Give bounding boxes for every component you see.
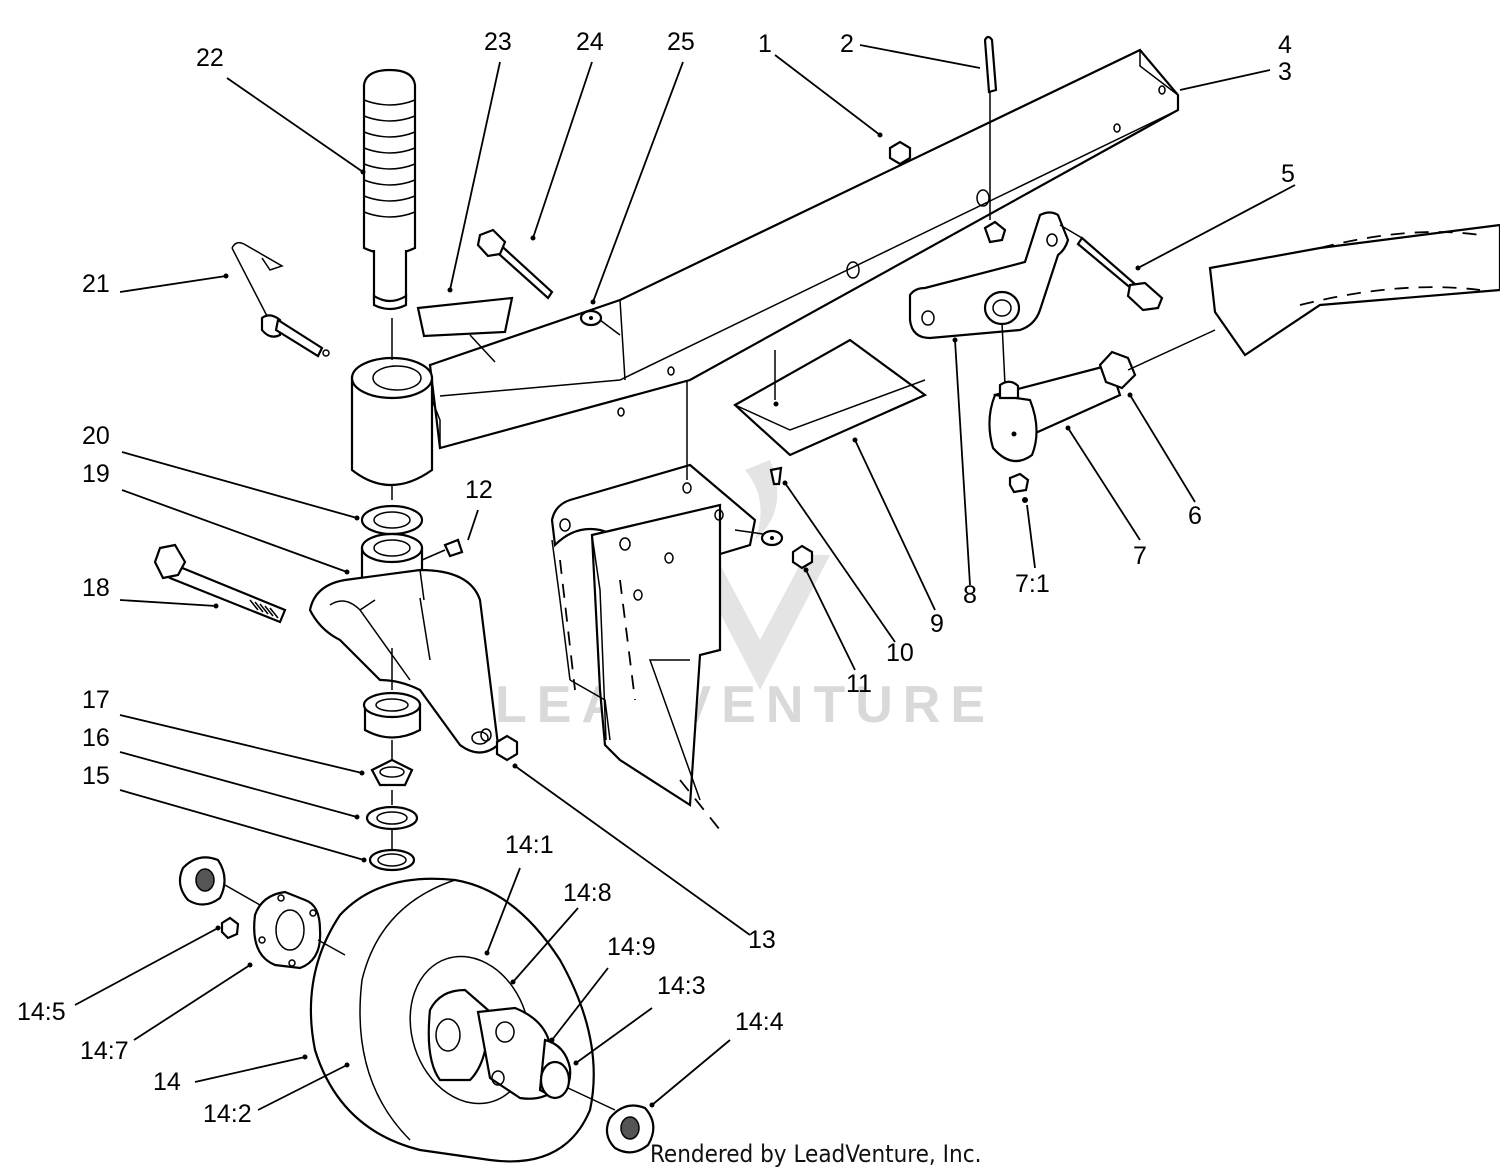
caster-wheel	[309, 877, 616, 1163]
handle-grip	[362, 68, 417, 311]
label-25: 25	[667, 28, 695, 56]
tie-rod-end	[988, 322, 1216, 503]
hitch-pin-clip	[231, 241, 330, 358]
fork-nut	[471, 731, 519, 762]
label-3: 3	[1278, 58, 1292, 86]
label-20: 20	[82, 422, 110, 450]
cotter-pin	[983, 35, 998, 220]
label-8: 8	[963, 581, 977, 609]
label-1: 1	[758, 30, 772, 58]
label-2: 2	[840, 30, 854, 58]
watermark-text: LEADVENTURE	[495, 676, 995, 734]
bolt	[1059, 224, 1164, 312]
label-14-4: 14:4	[735, 1008, 784, 1036]
leader-lines	[74, 44, 1296, 1111]
washer-and-nut	[760, 529, 814, 570]
label-14: 14	[153, 1068, 181, 1096]
deflector-plate	[733, 338, 928, 486]
label-9: 9	[930, 610, 944, 638]
wheel-bearing-right	[605, 1104, 655, 1154]
label-17: 17	[82, 686, 110, 714]
label-14-7: 14:7	[80, 1037, 129, 1065]
label-5: 5	[1281, 160, 1295, 188]
label-21: 21	[82, 270, 110, 298]
label-6: 6	[1188, 502, 1202, 530]
flange-nut	[220, 916, 240, 940]
label-14-2: 14:2	[203, 1100, 252, 1128]
bolt-and-washer	[476, 228, 621, 336]
label-14-5: 14:5	[17, 998, 66, 1026]
deck-hanger-bracket	[550, 380, 771, 831]
decal	[416, 296, 514, 338]
label-24: 24	[576, 28, 604, 56]
label-14-1: 14:1	[505, 831, 554, 859]
wheel-bearing-left	[178, 856, 261, 906]
label-7: 7	[1133, 542, 1147, 570]
label-7-1: 7:1	[1015, 570, 1050, 598]
side-tube	[1208, 223, 1500, 357]
label-18: 18	[82, 574, 110, 602]
label-22: 22	[196, 44, 224, 72]
label-13: 13	[748, 926, 776, 954]
callout-labels: 22 23 24 25 1 2 4 3 5 21 20 19 12 18 6 7…	[17, 28, 1295, 1128]
axle-bolt	[153, 543, 287, 624]
label-14-9: 14:9	[607, 933, 656, 961]
lower-bushing	[362, 648, 422, 770]
footer-credit: Rendered by LeadVenture, Inc.	[650, 1140, 981, 1168]
nut	[888, 140, 912, 166]
label-11: 11	[846, 670, 872, 698]
caster-fork	[308, 538, 500, 754]
label-23: 23	[484, 28, 512, 56]
label-14-8: 14:8	[563, 879, 612, 907]
label-12: 12	[465, 476, 493, 504]
label-15: 15	[82, 762, 110, 790]
main-frame-arm	[428, 48, 1180, 450]
label-10: 10	[886, 639, 914, 667]
bearing-flange	[253, 890, 346, 970]
label-19: 19	[82, 460, 110, 488]
label-4: 4	[1278, 31, 1292, 59]
label-16: 16	[82, 724, 110, 752]
pivot-housing	[350, 318, 441, 500]
label-14-3: 14:3	[657, 972, 706, 1000]
washers-stack	[365, 758, 419, 872]
